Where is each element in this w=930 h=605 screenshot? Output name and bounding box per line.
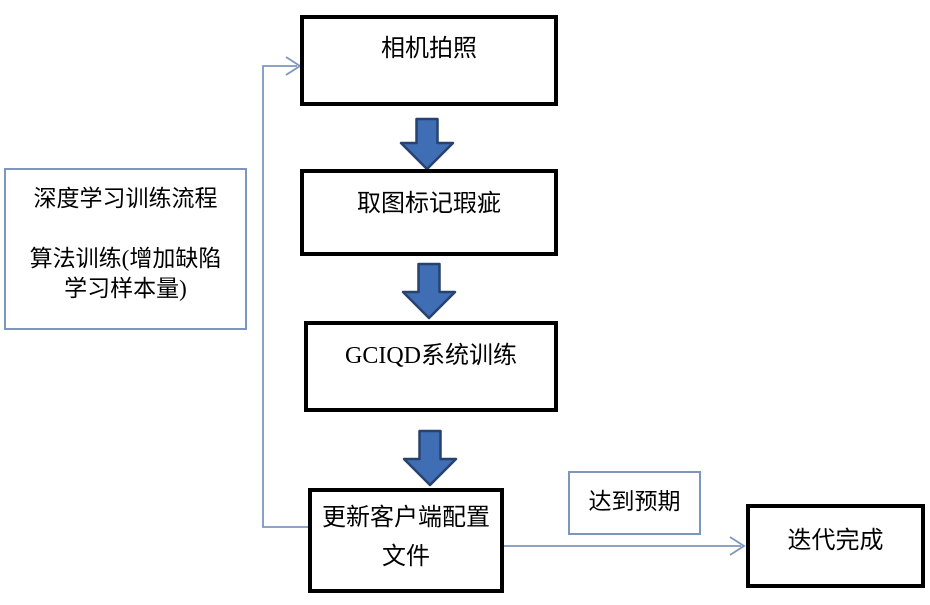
step-camera-label: 相机拍照 (381, 36, 477, 62)
step-system-training-label: GCIQD系统训练 (345, 343, 517, 369)
process-note-box: 深度学习训练流程 算法训练(增加缺陷 学习样本量) (4, 168, 247, 330)
condition-label: 达到预期 (588, 489, 681, 514)
step-mark-defects-label: 取图标记瑕疵 (357, 191, 501, 217)
step-mark-defects-box: 取图标记瑕疵 (300, 169, 558, 256)
end-label: 迭代完成 (787, 528, 884, 554)
note-line-1: 深度学习训练流程 (33, 186, 218, 211)
down-block-arrow-3-icon (402, 429, 458, 487)
down-block-arrow-2-icon (401, 262, 457, 320)
step-update-config-box: 更新客户端配置 文件 (308, 488, 504, 593)
down-block-arrow-1-icon (399, 117, 455, 171)
condition-label-box: 达到预期 (568, 471, 701, 535)
end-box: 迭代完成 (746, 504, 925, 588)
step-system-training-box: GCIQD系统训练 (304, 321, 558, 412)
step-camera-box: 相机拍照 (300, 15, 558, 106)
loopback-connector-line (262, 65, 308, 528)
note-line-3: 学习样本量) (64, 276, 187, 301)
step-update-config-label-line2: 文件 (382, 544, 430, 570)
note-line-2: 算法训练(增加缺陷 (29, 246, 222, 271)
step-update-config-label-line1: 更新客户端配置 (322, 505, 490, 531)
end-connector-arrowhead-icon (729, 536, 746, 556)
